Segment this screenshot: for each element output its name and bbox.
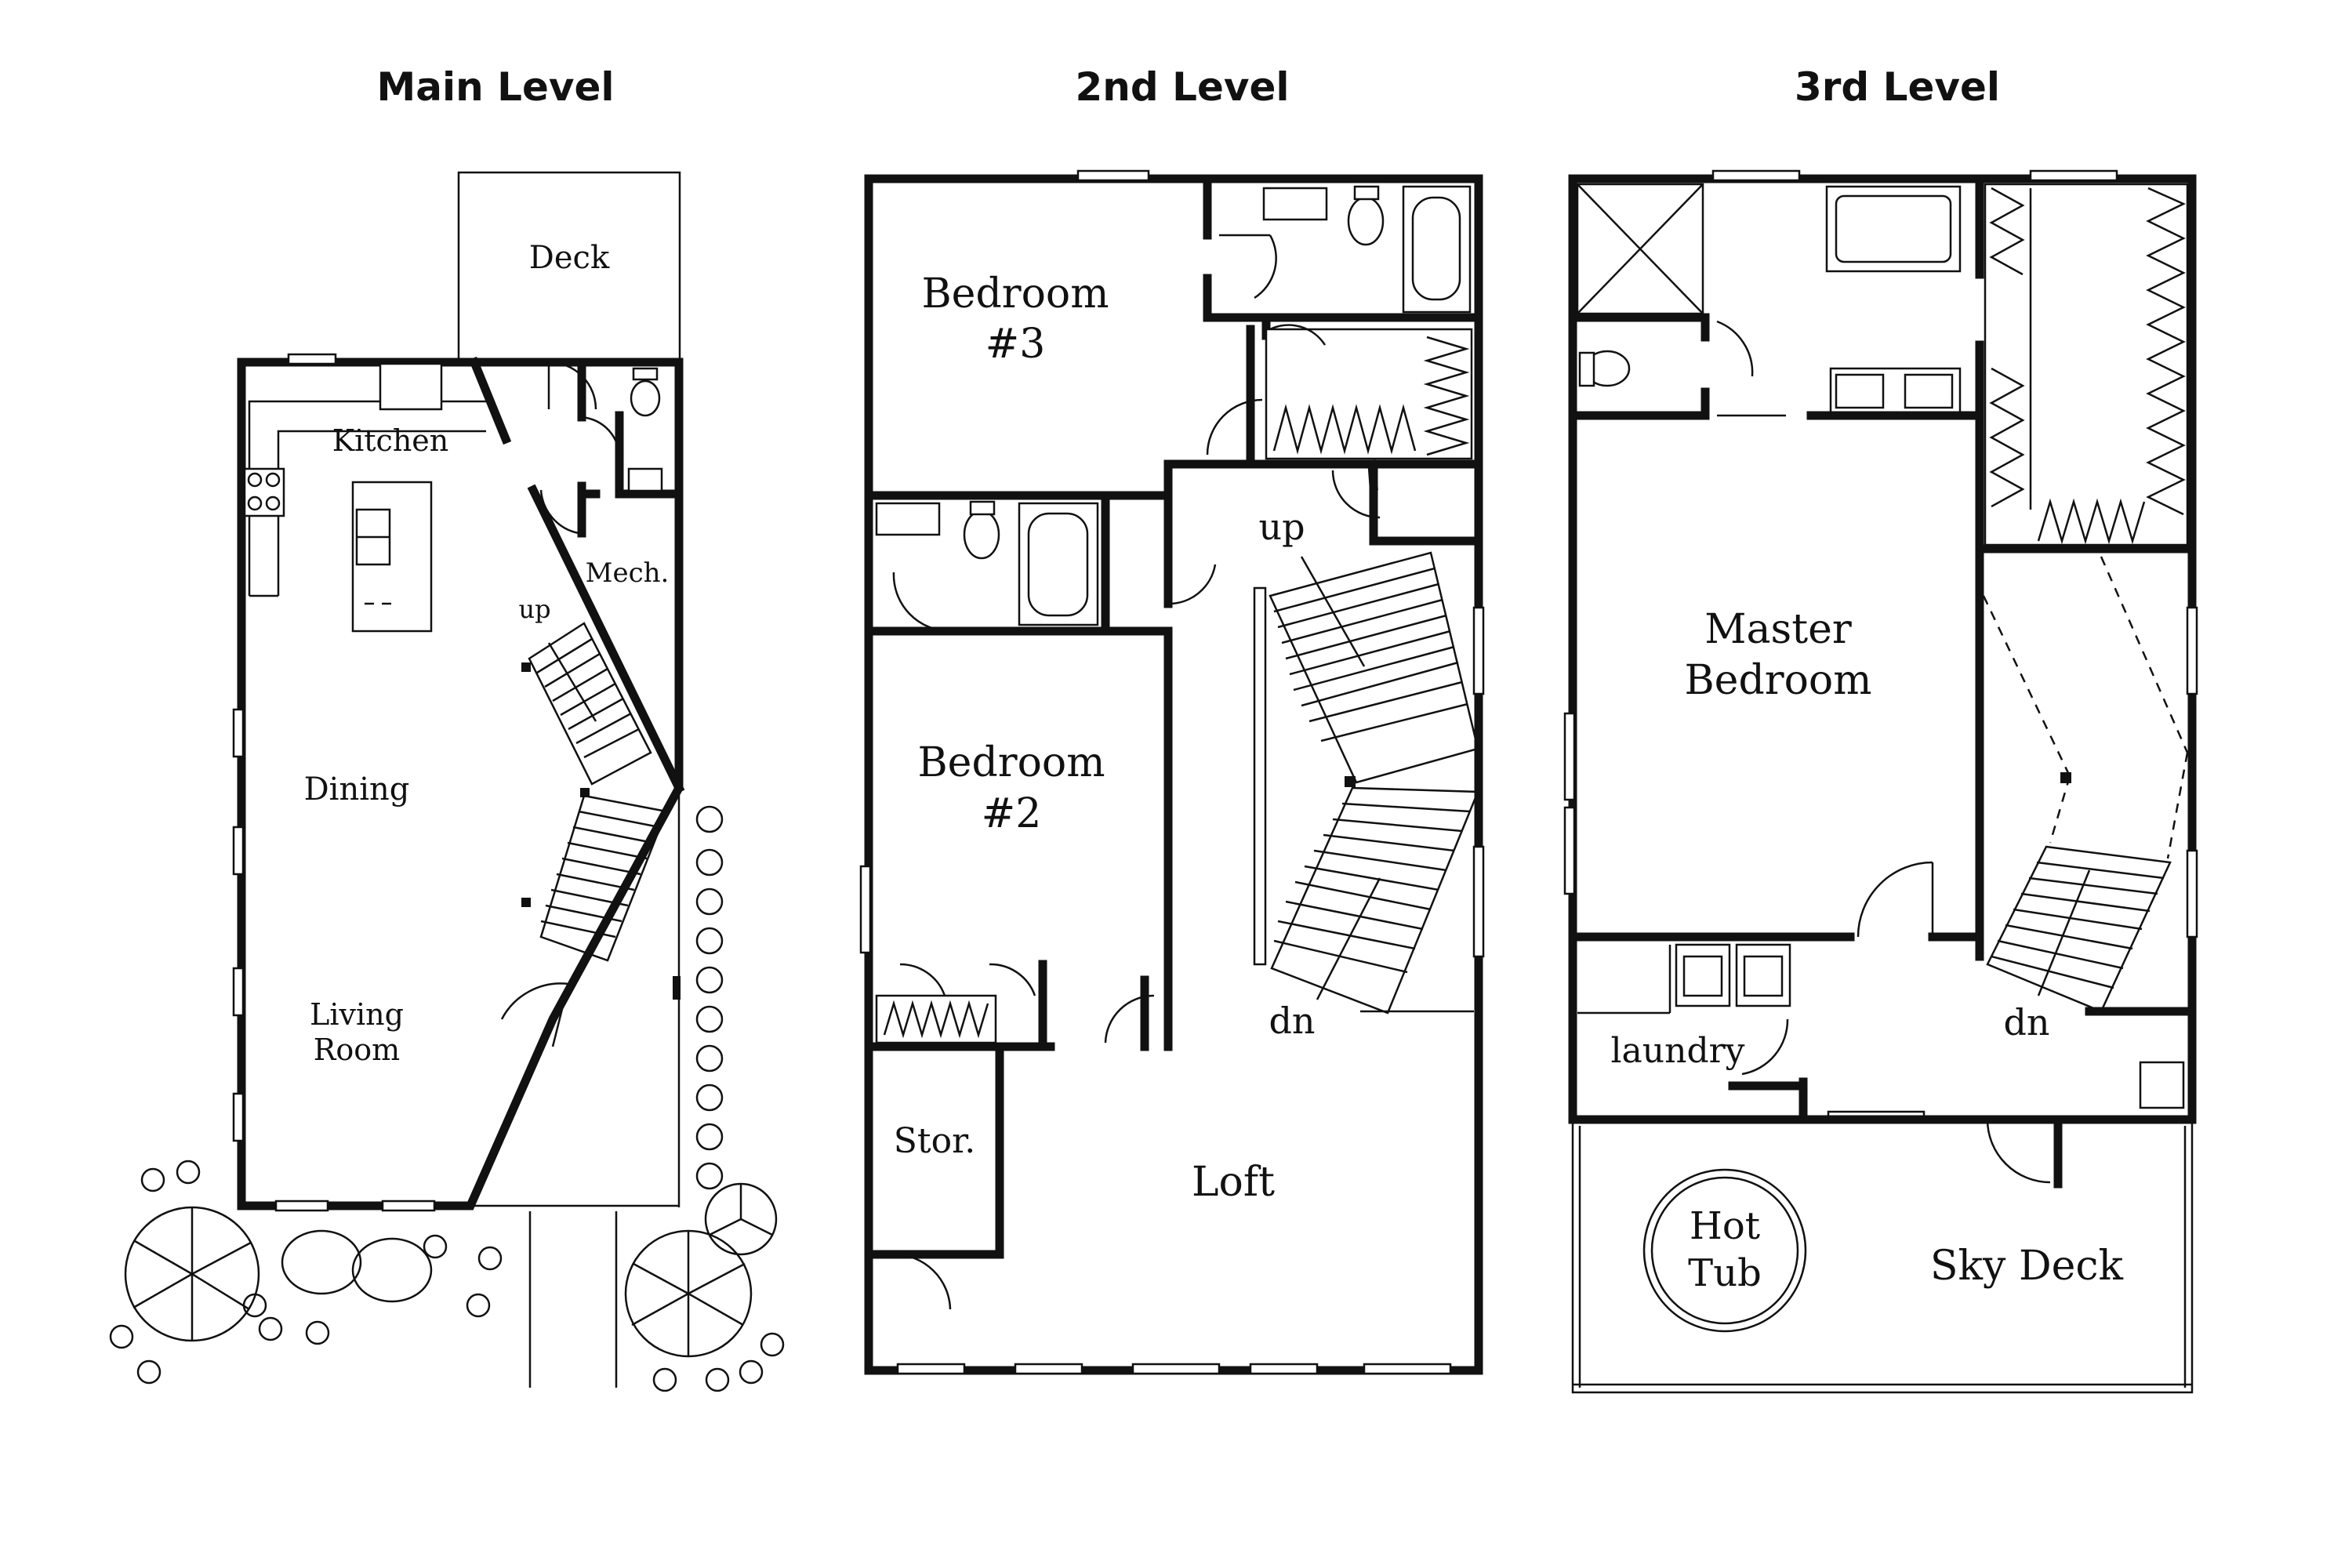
master-bedroom-label-line1: Master bbox=[1704, 606, 1852, 653]
trees bbox=[109, 1160, 785, 1392]
third-stair bbox=[1986, 845, 2172, 1013]
main-level-title: Main Level bbox=[376, 64, 614, 110]
storage-label: Stor. bbox=[894, 1121, 976, 1161]
master-bedroom-label-line2: Bedroom bbox=[1684, 657, 1871, 704]
bedroom3-label-line1: Bedroom bbox=[921, 270, 1109, 318]
bedroom2-label-line1: Bedroom bbox=[917, 739, 1105, 786]
mech-label: Mech. bbox=[586, 557, 670, 589]
hot-tub-label-line2: Tub bbox=[1688, 1251, 1762, 1295]
third-level-plan: Master Bedroom laundry dn Hot Tub Sky De… bbox=[1563, 169, 2198, 1394]
living-room-label-line2: Room bbox=[314, 1033, 400, 1067]
dining-label: Dining bbox=[304, 771, 410, 808]
second-level-plan: Bedroom #3 Bedroom #2 Stor. Loft up dn bbox=[859, 169, 1485, 1375]
shrubs bbox=[695, 805, 724, 1190]
kitchen-label: Kitchen bbox=[332, 423, 449, 458]
main-stair-lower bbox=[539, 794, 668, 962]
main-level-plan: Deck Kitchen Mech. up Dining Living Room bbox=[109, 171, 785, 1392]
bedroom3-label-line2: #3 bbox=[985, 321, 1046, 368]
bedroom2-label-line2: #2 bbox=[982, 790, 1042, 837]
second-level-title: 2nd Level bbox=[1076, 64, 1290, 110]
living-room-label-line1: Living bbox=[310, 997, 404, 1032]
second-stair-upper bbox=[1269, 551, 1479, 784]
sky-deck-outline bbox=[1571, 1118, 2194, 1394]
hot-tub-label-line1: Hot bbox=[1690, 1204, 1760, 1248]
main-stair-upper bbox=[528, 622, 652, 786]
second-stair-lower bbox=[1270, 786, 1479, 1014]
sky-deck-label: Sky Deck bbox=[1930, 1243, 2124, 1290]
deck-label: Deck bbox=[529, 240, 610, 276]
second-stair-up-label: up bbox=[1258, 506, 1305, 548]
loft-label: Loft bbox=[1192, 1159, 1275, 1206]
laundry-label: laundry bbox=[1610, 1031, 1744, 1071]
main-stair-up-label: up bbox=[518, 594, 550, 624]
second-stair-dn-label: dn bbox=[1269, 1000, 1315, 1042]
third-stair-dn-label: dn bbox=[2003, 1001, 2049, 1044]
third-level-title: 3rd Level bbox=[1795, 64, 2000, 110]
hot-tub bbox=[1642, 1168, 1807, 1333]
